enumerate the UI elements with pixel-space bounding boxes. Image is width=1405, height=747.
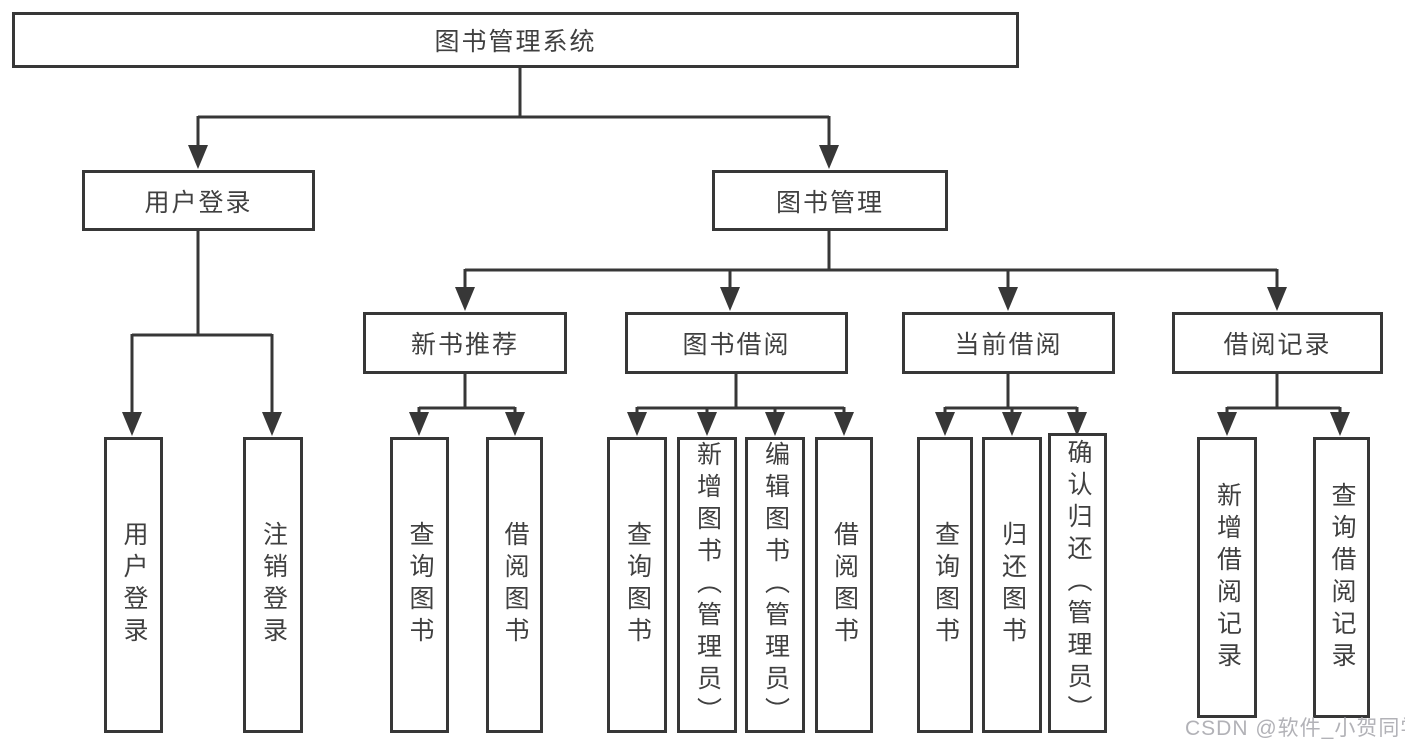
csdn-watermark: CSDN @软件_小贺同学 <box>1185 717 1405 740</box>
node-label: 注销登录 <box>259 521 288 649</box>
node-leaf-query-borrow-record: 查询借阅记录 <box>1313 437 1370 718</box>
node-label: 图书管理 <box>775 188 884 217</box>
node-label: 新书推荐 <box>410 331 519 359</box>
node-current-borrowing: 当前借阅 <box>902 312 1115 374</box>
node-label: 借阅图书 <box>830 521 859 649</box>
node-label: 借阅记录 <box>1223 331 1332 359</box>
node-label: 查询图书 <box>623 521 652 649</box>
connector-root-to-level2 <box>188 65 839 169</box>
node-leaf-borrow-books-1: 借阅图书 <box>486 437 543 733</box>
node-leaf-query-books-3: 查询图书 <box>917 437 973 733</box>
node-label: 图书管理系统 <box>434 28 597 56</box>
node-label: 确认归还（管理员） <box>1064 439 1092 727</box>
node-leaf-logout: 注销登录 <box>243 437 303 733</box>
node-label: 当前借阅 <box>954 331 1063 359</box>
node-leaf-edit-books-admin: 编辑图书（管理员） <box>745 437 805 733</box>
node-label: 归还图书 <box>998 521 1027 649</box>
node-user-login: 用户登录 <box>82 170 315 231</box>
node-leaf-add-borrow-record: 新增借阅记录 <box>1197 437 1257 718</box>
node-new-book-recommend: 新书推荐 <box>363 312 567 374</box>
node-leaf-add-books-admin: 新增图书（管理员） <box>677 437 737 733</box>
node-book-management: 图书管理 <box>712 170 948 231</box>
node-library-management-system: 图书管理系统 <box>12 12 1019 68</box>
node-label: 新增借阅记录 <box>1213 481 1242 674</box>
node-leaf-query-books-2: 查询图书 <box>607 437 667 733</box>
node-label: 查询图书 <box>406 521 434 649</box>
node-label: 图书借阅 <box>682 331 791 359</box>
node-leaf-return-books: 归还图书 <box>982 437 1042 733</box>
node-label: 用户登录 <box>120 521 148 649</box>
node-book-borrowing: 图书借阅 <box>625 312 848 374</box>
node-label: 编辑图书（管理员） <box>761 441 790 729</box>
connector-user-login-children <box>122 229 282 436</box>
connector-book-borrow-children <box>627 372 854 436</box>
node-leaf-user-login: 用户登录 <box>104 437 163 733</box>
connector-borrow-record-children <box>1217 372 1350 436</box>
node-borrowing-records: 借阅记录 <box>1172 312 1383 374</box>
connector-new-book-children <box>409 372 525 436</box>
connector-current-borrow-children <box>935 372 1087 436</box>
node-leaf-confirm-return-admin: 确认归还（管理员） <box>1048 433 1107 733</box>
node-leaf-query-books-1: 查询图书 <box>390 437 449 733</box>
node-label: 查询图书 <box>931 521 960 649</box>
node-label: 用户登录 <box>144 188 253 217</box>
node-label: 借阅图书 <box>501 521 529 649</box>
node-leaf-borrow-books-2: 借阅图书 <box>815 437 873 733</box>
connector-book-mgmt-children <box>455 229 1287 311</box>
node-label: 新增图书（管理员） <box>693 441 722 729</box>
node-label: 查询借阅记录 <box>1328 481 1356 674</box>
